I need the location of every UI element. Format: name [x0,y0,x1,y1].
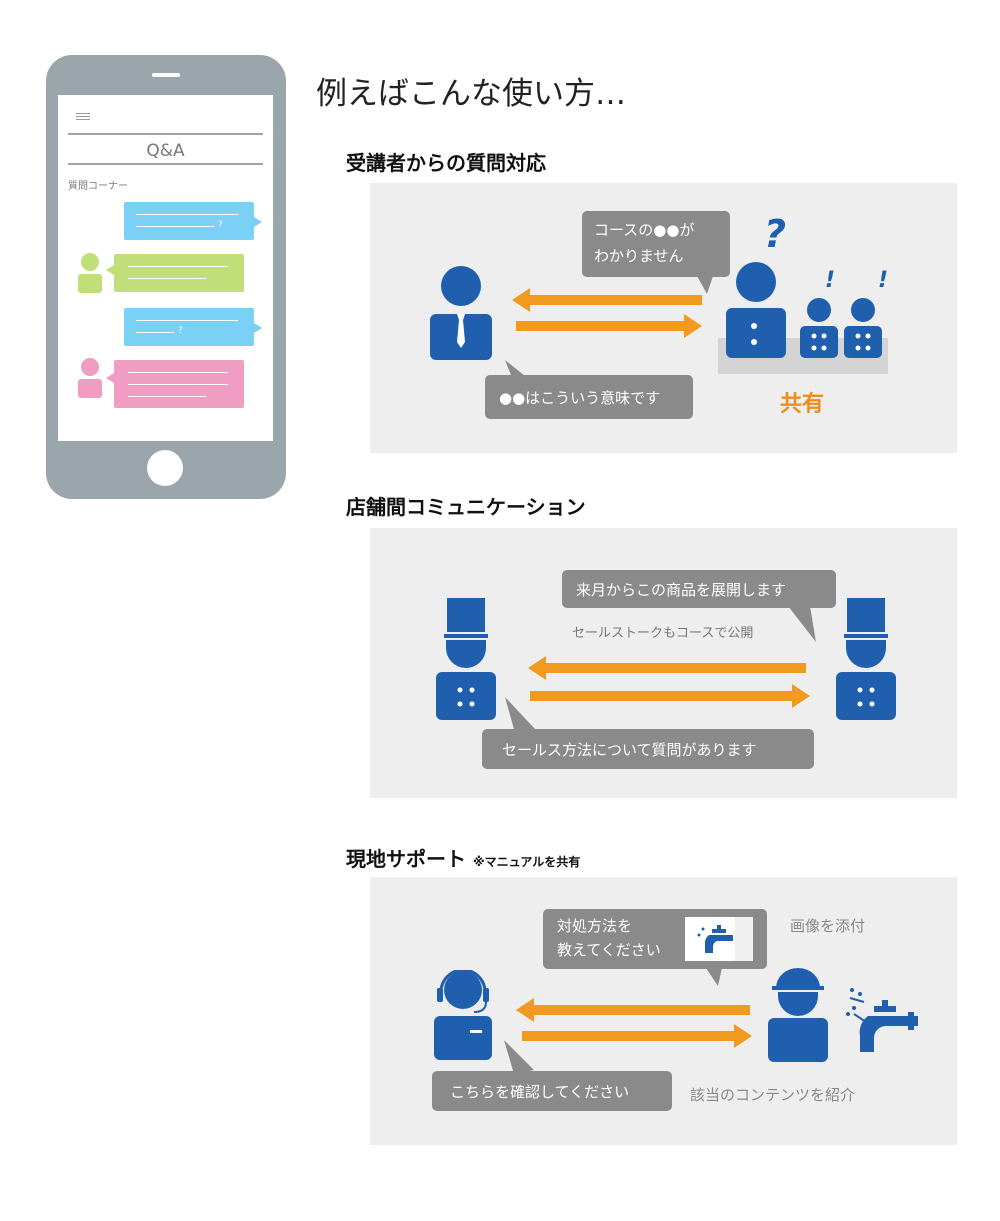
speech-bubble-question: コースの●●が わかりません [582,211,730,277]
staff-figure [836,598,896,720]
support-figure [434,970,492,1060]
exchange-arrows [528,656,810,708]
headset-icon [439,970,487,993]
divider [68,163,263,165]
bubble-tail [788,606,816,642]
attached-image-thumbnail[interactable] [685,917,753,961]
section-heading: 受講者からの質問対応 [346,151,546,175]
question-mark: ? [764,212,787,256]
staff-figure [436,598,496,720]
bubble-tail [254,217,262,227]
sub-note: セールストークもコースで公開 [572,626,754,641]
chef-hat-icon [847,598,885,632]
faucet-icon [846,1000,918,1052]
water-spray [849,988,865,1003]
cap-icon [776,968,820,988]
content-note: 該当のコンテンツを紹介 [690,1086,856,1104]
speech-bubble-question: セールス方法について質問があります [482,729,814,769]
exchange-arrows [512,288,702,338]
exclaim-mark: ! [878,268,889,293]
speech-bubble-question: 対処方法を 教えてください [543,909,767,969]
chat-bubble-answer[interactable] [114,360,244,408]
phone-screen: Q&A 質問コーナー ? ? [58,95,273,441]
bubble-tail [106,373,114,383]
heading-note: ※マニュアルを共有 [472,855,581,869]
arrow-right-icon [516,314,702,338]
worker-figure [768,968,828,1062]
section-heading: 店舗間コミュニケーション [346,495,586,519]
bubble-tail [505,697,535,733]
bubble-tail [254,323,262,333]
learner-figure [800,298,838,358]
learner-figure [726,262,786,358]
bubble-tail [504,1040,534,1074]
home-button[interactable] [147,450,183,486]
tie-icon [457,314,465,320]
chat-bubble-answer[interactable] [114,254,244,292]
speech-bubble-answer: こちらを確認してください [432,1071,672,1111]
corner-label: 質問コーナー [68,181,128,192]
instructor-figure [430,266,492,360]
chef-hat-icon [447,598,485,632]
exchange-arrows [516,998,752,1048]
person-icon [78,358,102,398]
chat-bubble-question[interactable]: ? [124,308,254,346]
qa-title: Q&A [146,141,185,161]
phone-speaker [152,73,180,77]
bubble-tail [697,276,713,294]
attach-note: 画像を添付 [790,917,866,935]
speech-bubble-answer: ●●はこういう意味です [485,375,693,419]
faucet-icon [697,925,733,953]
bubble-tail [706,968,722,986]
phone-mockup: Q&A 質問コーナー ? ? [46,55,286,499]
arrow-right-icon [530,684,810,708]
divider [68,133,263,135]
speech-bubble-announcement: 来月からこの商品を展開します [562,570,836,608]
arrow-left-icon [512,288,702,312]
learner-figure [844,298,882,358]
shared-label: 共有 [780,392,825,417]
person-icon [78,253,102,293]
arrow-right-icon [522,1024,752,1048]
main-heading: 例えばこんな使い方… [316,76,626,112]
chat-bubble-question[interactable]: ? [124,202,254,240]
section-heading: 現地サポート ※マニュアルを共有 [346,847,581,871]
arrow-left-icon [528,656,806,680]
bubble-tail [106,265,114,275]
exclaim-mark: ! [825,268,836,293]
arrow-left-icon [516,998,750,1022]
